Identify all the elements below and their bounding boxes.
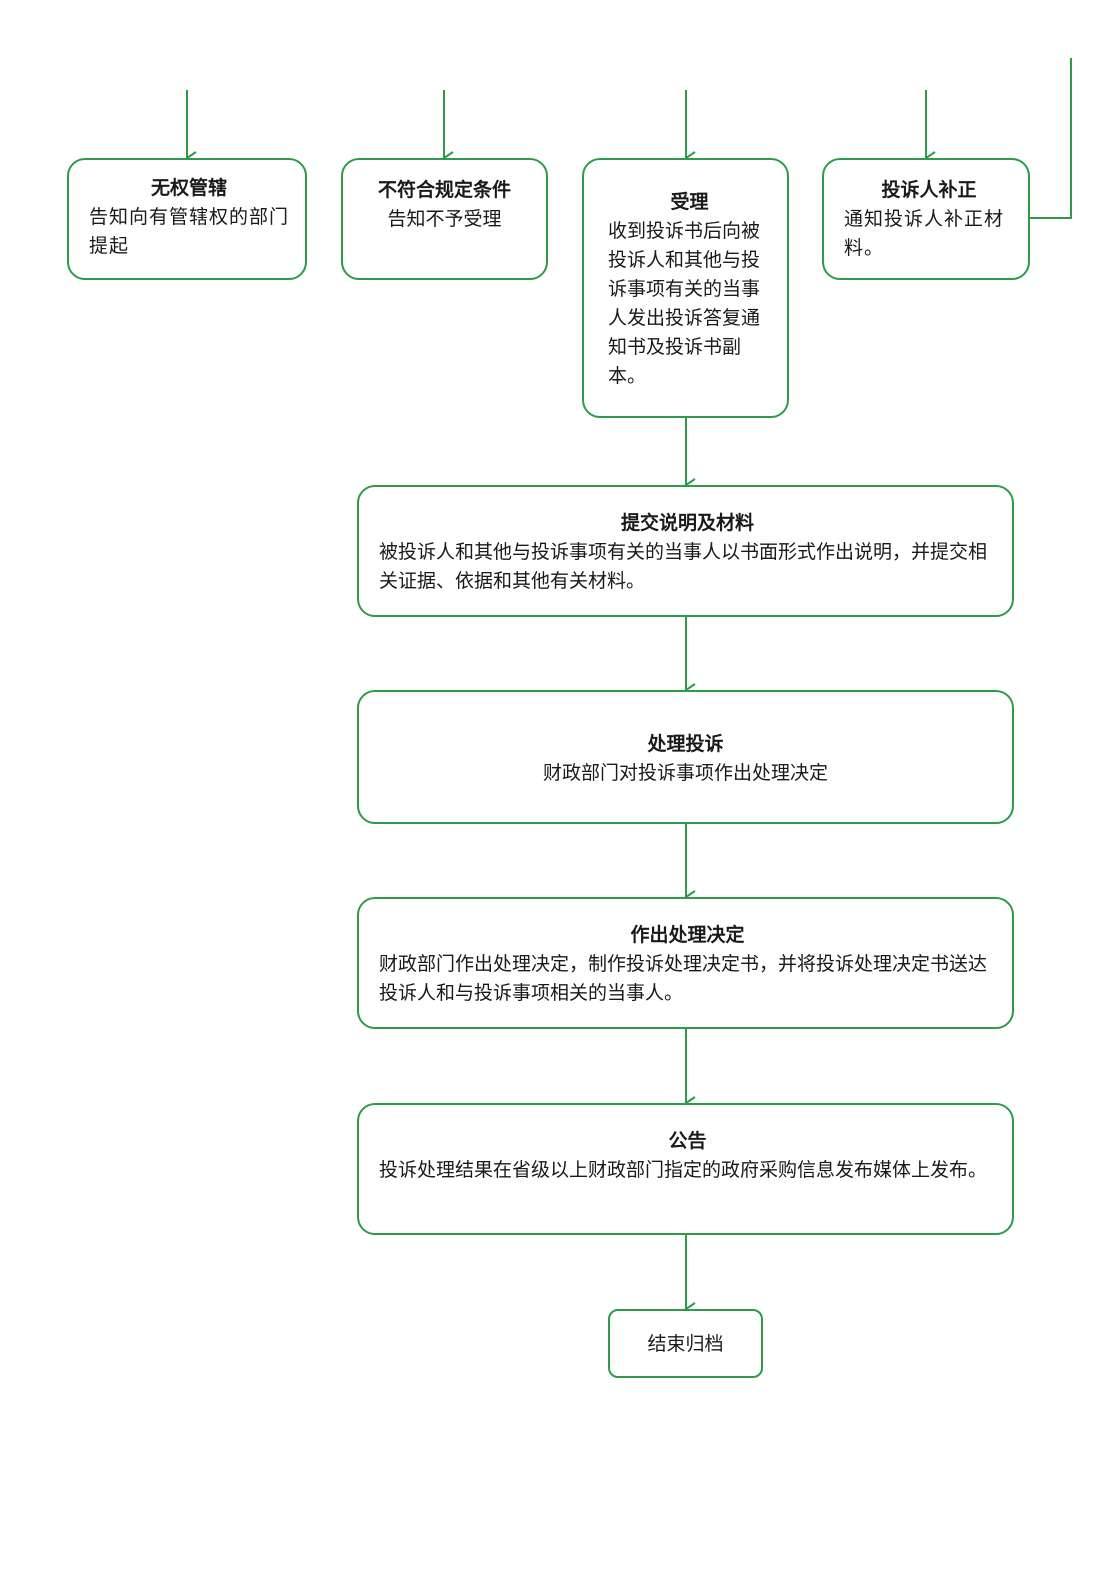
supplement-return-line: [1030, 58, 1072, 219]
node-announce-title: 公告: [668, 1130, 707, 1152]
node-accept-body: 收到投诉书后向被投诉人和其他与投诉事项有关的当事人发出投诉答复通知书及投诉书副本…: [608, 220, 761, 387]
node-accept-title: 受理: [670, 191, 709, 213]
node-supplement-title: 投诉人补正: [881, 179, 977, 201]
node-supplement-body: 通知投诉人补正材料。: [844, 208, 1005, 259]
node-announce: 公告 投诉处理结果在省级以上财政部门指定的政府采购信息发布媒体上发布。: [357, 1103, 1014, 1235]
node-handle: 处理投诉 财政部门对投诉事项作出处理决定: [357, 690, 1014, 824]
node-archive-label: 结束归档: [647, 1333, 724, 1355]
node-decision: 作出处理决定 财政部门作出处理决定，制作投诉处理决定书，并将投诉处理决定书送达投…: [357, 897, 1014, 1029]
node-handle-body: 财政部门对投诉事项作出处理决定: [542, 762, 828, 784]
node-supplement: 投诉人补正 通知投诉人补正材料。: [822, 158, 1030, 280]
node-not-qualified: 不符合规定条件 告知不予受理: [341, 158, 548, 280]
node-submit-title: 提交说明及材料: [620, 512, 754, 534]
node-decision-title: 作出处理决定: [630, 924, 745, 946]
node-no-jurisdiction-title: 无权管辖: [150, 177, 227, 199]
node-no-jurisdiction: 无权管辖 告知向有管辖权的部门提起: [67, 158, 307, 280]
node-no-jurisdiction-body: 告知向有管辖权的部门提起: [89, 206, 290, 257]
node-not-qualified-body: 告知不予受理: [387, 208, 502, 230]
node-submit-body: 被投诉人和其他与投诉事项有关的当事人以书面形式作出说明，并提交相关证据、依据和其…: [379, 541, 988, 592]
node-handle-title: 处理投诉: [647, 733, 724, 755]
node-accept: 受理 收到投诉书后向被投诉人和其他与投诉事项有关的当事人发出投诉答复通知书及投诉…: [582, 158, 789, 418]
node-archive: 结束归档: [608, 1309, 763, 1378]
node-decision-body: 财政部门作出处理决定，制作投诉处理决定书，并将投诉处理决定书送达投诉人和与投诉事…: [379, 953, 988, 1004]
node-not-qualified-title: 不符合规定条件: [377, 179, 511, 201]
node-announce-body: 投诉处理结果在省级以上财政部门指定的政府采购信息发布媒体上发布。: [379, 1159, 988, 1181]
node-submit: 提交说明及材料 被投诉人和其他与投诉事项有关的当事人以书面形式作出说明，并提交相…: [357, 485, 1014, 617]
